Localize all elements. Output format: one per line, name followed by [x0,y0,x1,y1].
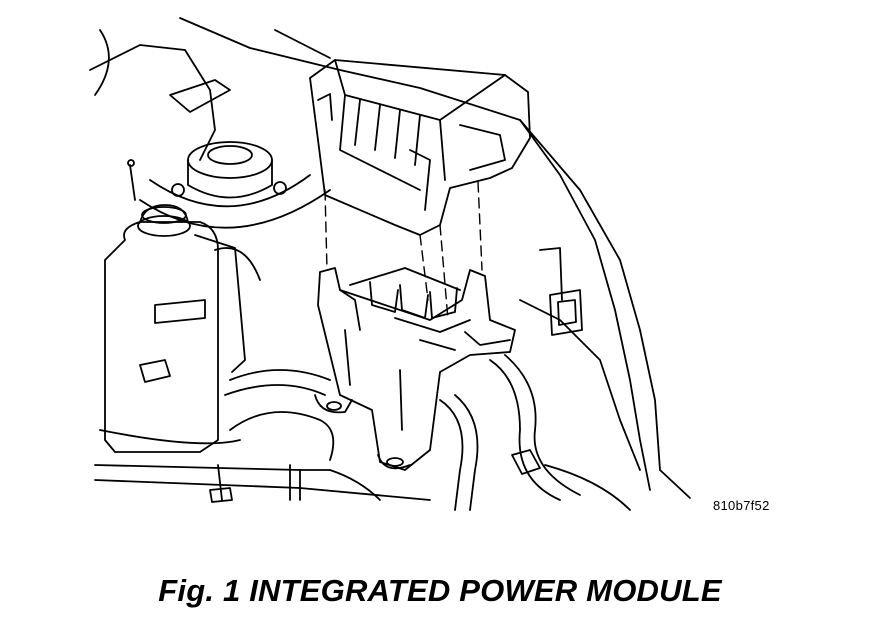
figure-caption: Fig. 1 INTEGRATED POWER MODULE [158,573,722,608]
wiring-harness [225,355,630,510]
fender-panel [90,18,690,498]
strut-tower [128,142,330,228]
alignment-guides [325,182,482,320]
panel-grommet [550,290,582,335]
coolant-reservoir [105,205,260,452]
figure-code: 810b7f52 [713,498,770,513]
ipm-base [315,268,515,470]
lower-structure [95,430,430,502]
ipm-cover [310,60,530,235]
